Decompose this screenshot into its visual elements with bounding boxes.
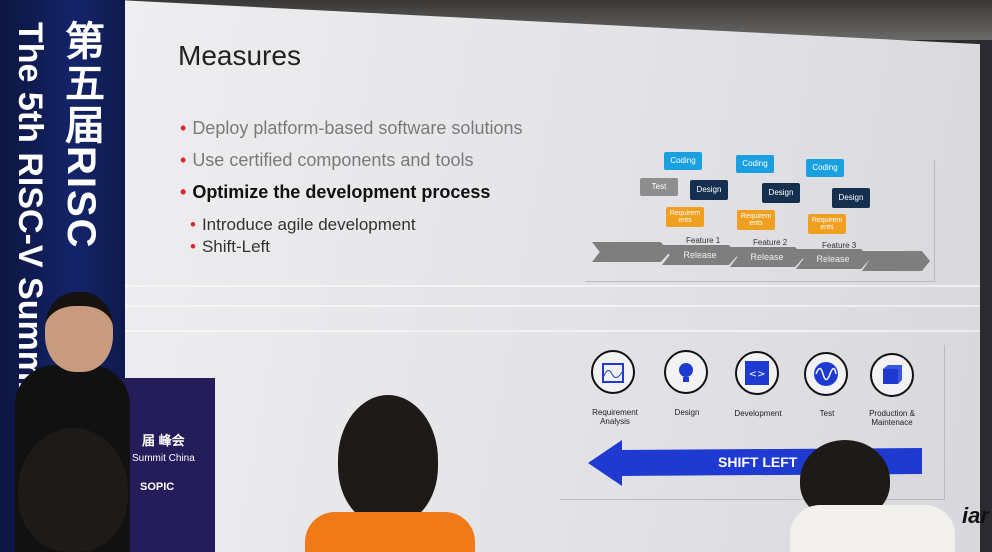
requirement-analysis-icon [591, 350, 635, 394]
timeline-chevron [592, 242, 670, 262]
scanline [118, 305, 980, 307]
audience-orange-shirt [305, 512, 475, 552]
slide-title: Measures [178, 40, 301, 71]
scanline [118, 330, 980, 332]
coding-box: Coding [664, 152, 702, 170]
stage-label: Production & Maintenace [869, 409, 915, 427]
timeline-chevron [862, 251, 930, 271]
stage-label: Design [674, 408, 700, 417]
test-box: Test [640, 178, 678, 196]
agile-diagram [585, 160, 935, 282]
cube-icon [870, 353, 914, 397]
bullet: •Optimize the development process [180, 182, 491, 202]
coding-box: Coding [736, 155, 774, 173]
design-box: Design [690, 180, 728, 200]
shift-left-diagram [560, 345, 945, 500]
audience-head [338, 395, 438, 525]
bullet: •Deploy platform-based software solution… [180, 118, 523, 138]
requirements-box: Requirem ents [808, 214, 846, 234]
scanline [118, 285, 980, 287]
bullet: •Use certified components and tools [180, 150, 474, 170]
podium-cn-text: 届 峰会 [142, 433, 185, 448]
sopic-logo: SOPIC [140, 481, 175, 493]
podium-en-text: Summit China [132, 453, 195, 464]
waveform-icon [804, 352, 848, 396]
svg-text:<>: <> [749, 369, 766, 380]
stage-label: Development [734, 409, 782, 418]
speaker-head [45, 292, 113, 372]
feature-label: Feature 3 [822, 241, 857, 250]
shift-left-label: SHIFT LEFT [718, 454, 798, 470]
requirements-box: Requirem ents [737, 210, 775, 230]
podium: 届 峰会 Summit China SOPIC [120, 378, 215, 552]
feature-label: Feature 1 [686, 236, 721, 245]
iar-logo: iar [962, 503, 989, 528]
requirements-box: Requirem ents [666, 207, 704, 227]
design-box: Design [832, 188, 870, 208]
lightbulb-icon [664, 350, 708, 394]
audience-head [18, 428, 128, 552]
release-chevron: Release [662, 245, 738, 265]
release-chevron: Release [730, 247, 804, 267]
code-icon: <> [735, 351, 779, 395]
stage-label: Requirement Analysis [592, 408, 638, 426]
audience-white-shirt [790, 505, 955, 552]
release-chevron: Release [796, 249, 870, 269]
sub-bullet: •Introduce agile development [190, 215, 416, 234]
coding-box: Coding [806, 159, 844, 177]
banner-cn-text: 第五届RISC [59, 20, 103, 250]
design-box: Design [762, 183, 800, 203]
sub-bullet: •Shift-Left [190, 237, 270, 256]
feature-label: Feature 2 [753, 238, 788, 247]
stage-label: Test [819, 409, 835, 418]
